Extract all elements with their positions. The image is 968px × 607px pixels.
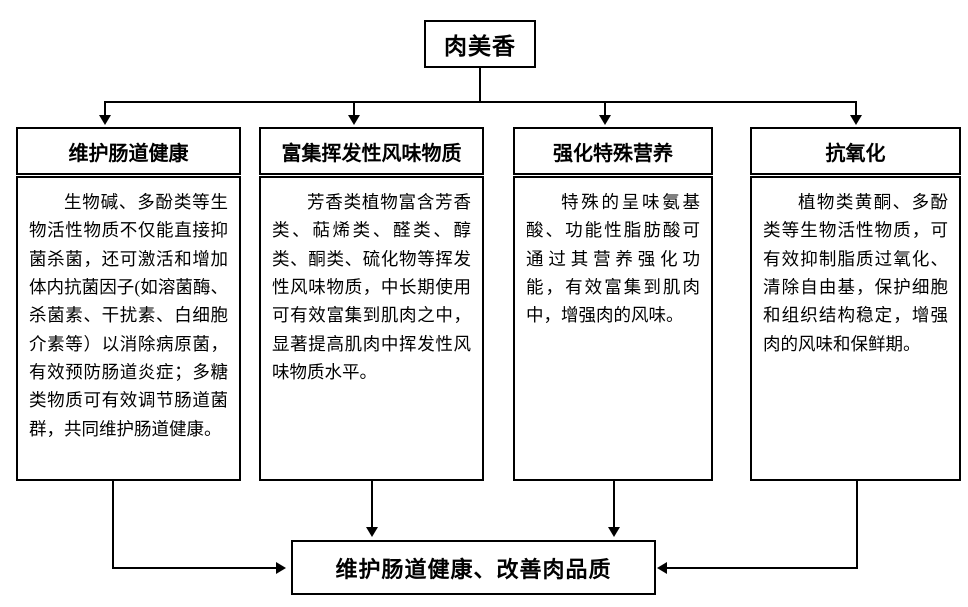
outcome-node-label: 维护肠道健康、改善肉品质	[335, 556, 612, 582]
converge-line-4-vertical	[856, 481, 858, 568]
converge-line-1-vertical	[112, 481, 114, 568]
branch-head-3-label: 强化特殊营养	[553, 142, 673, 165]
converge-arrow-1	[276, 562, 286, 574]
converge-arrow-3	[608, 527, 620, 537]
branch-body-3: 特殊的呈味氨基酸、功能性脂肪酸可通过其营养强化功能，有效富集到肌肉中，增强肉的风…	[513, 176, 713, 481]
branch-head-2-label: 富集挥发性风味物质	[281, 142, 462, 165]
drop-line-4	[855, 101, 857, 116]
drop-arrow-1	[99, 115, 111, 125]
branch-body-2: 芳香类植物富含芳香类、萜烯类、醛类、醇类、酮类、硫化物等挥发性风味物质，中长期使…	[259, 176, 484, 481]
converge-line-2-vertical	[371, 481, 373, 528]
branch-head-1: 维护肠道健康	[16, 127, 241, 175]
root-node-box: 肉美香	[424, 20, 536, 68]
branch-body-4: 植物类黄酮、多酚类等生物活性物质，可有效抑制脂质过氧化、清除自由基，保护细胞和组…	[750, 176, 961, 481]
converge-arrow-4	[657, 562, 667, 574]
branch-body-2-text: 芳香类植物富含芳香类、萜烯类、醛类、醇类、酮类、硫化物等挥发性风味物质，中长期使…	[272, 192, 471, 383]
branch-body-1-text: 生物碱、多酚类等生物活性物质不仅能直接抑菌杀菌，还可激活和增加体内抗菌因子(如溶…	[29, 192, 228, 439]
outcome-node-box: 维护肠道健康、改善肉品质	[291, 540, 656, 595]
branch-head-4: 抗氧化	[750, 127, 961, 175]
branch-head-2: 富集挥发性风味物质	[259, 127, 484, 175]
drop-arrow-3	[599, 115, 611, 125]
converge-arrow-2	[366, 527, 378, 537]
drop-line-3	[604, 101, 606, 116]
branch-head-4-label: 抗氧化	[825, 142, 886, 165]
distribution-bus-line	[104, 101, 856, 103]
drop-line-2	[353, 101, 355, 116]
branch-body-3-text: 特殊的呈味氨基酸、功能性脂肪酸可通过其营养强化功能，有效富集到肌肉中，增强肉的风…	[526, 192, 700, 326]
converge-line-1-horizontal	[112, 567, 276, 569]
root-trunk-line	[479, 68, 481, 102]
branch-body-1: 生物碱、多酚类等生物活性物质不仅能直接抑菌杀菌，还可激活和增加体内抗菌因子(如溶…	[16, 176, 241, 481]
branch-body-4-text: 植物类黄酮、多酚类等生物活性物质，可有效抑制脂质过氧化、清除自由基，保护细胞和组…	[763, 192, 948, 354]
drop-line-1	[104, 101, 106, 116]
branch-head-3: 强化特殊营养	[513, 127, 713, 175]
drop-arrow-2	[348, 115, 360, 125]
drop-arrow-4	[850, 115, 862, 125]
branch-head-1-label: 维护肠道健康	[68, 142, 189, 165]
converge-line-3-vertical	[613, 481, 615, 528]
converge-line-4-horizontal	[667, 567, 858, 569]
root-node-label: 肉美香	[444, 34, 516, 59]
